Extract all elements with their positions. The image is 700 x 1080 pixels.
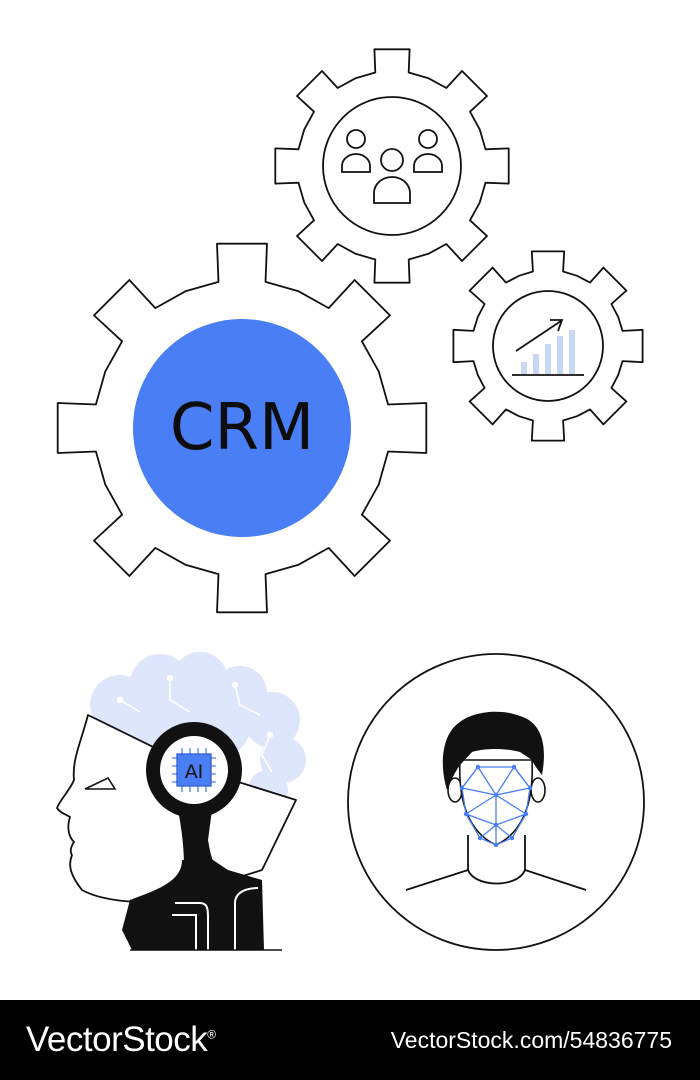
face-mesh (461, 766, 531, 846)
crm-illustration: CRM (56, 48, 645, 951)
neck (467, 835, 526, 885)
circuit-traces (116, 674, 274, 773)
people-icon (341, 129, 443, 204)
hair (442, 711, 544, 790)
growth-chart-icon (512, 319, 584, 376)
mesh-nodes (459, 764, 533, 848)
chart-gear (452, 250, 644, 442)
body-traces (172, 887, 259, 950)
crm-label: CRM (170, 391, 314, 465)
ai-brain-icon: AI (56, 652, 306, 951)
face-scan-icon (347, 653, 645, 951)
people-gear (274, 48, 510, 284)
ai-chip-icon: AI (172, 748, 216, 792)
image-code: VectorStock.com/54836775 (390, 1026, 672, 1053)
brand-logo: VectorStock® (26, 1020, 216, 1059)
ai-eye (84, 776, 117, 790)
footer-bar: VectorStock® VectorStock.com/54836775 (0, 1000, 700, 1080)
magnifier-stem (178, 810, 214, 866)
ai-chip-label: AI (185, 761, 204, 783)
crm-disc (133, 319, 351, 537)
crm-gear: CRM (56, 242, 428, 614)
